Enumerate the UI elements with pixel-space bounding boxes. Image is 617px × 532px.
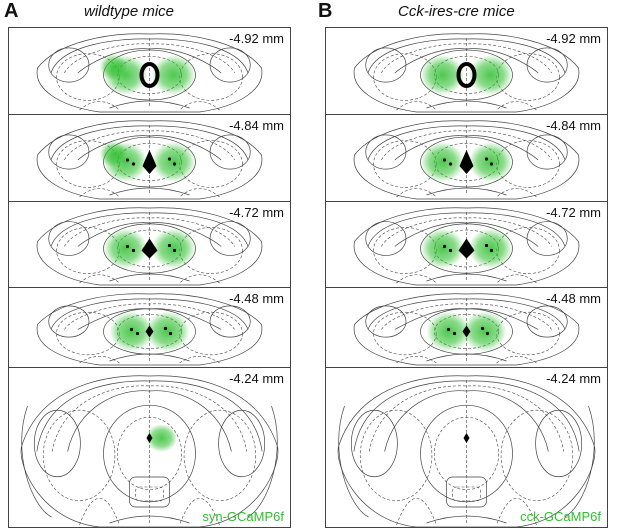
panel-a-letter: A — [4, 0, 19, 22]
section-outline — [353, 293, 580, 366]
panel-a-column: -4.92 mm -4.84 mm -4.72 mm -4.48 mm -4.2… — [8, 27, 291, 528]
brain-section-drawing — [36, 207, 263, 286]
ventricle — [142, 150, 157, 174]
slice-b-5: -4.24 mm cck-GCaMP6f — [326, 368, 607, 529]
fiber-tip-markers — [129, 326, 173, 336]
brain-section-drawing — [353, 293, 580, 366]
slice-a-5: -4.24 mm syn-GCaMP6f — [9, 368, 290, 529]
legend-label: cck-GCaMP6f — [520, 509, 601, 524]
gcamp-expression-area — [103, 228, 196, 269]
fiber-tip-markers — [125, 243, 177, 253]
slice-b-3: -4.72 mm — [326, 202, 607, 288]
gcamp-expression-area — [420, 142, 513, 182]
legend-label: syn-GCaMP6f — [202, 509, 284, 524]
gcamp-expression-area — [109, 311, 190, 352]
slice-coordinate: -4.72 mm — [229, 205, 284, 220]
ventricle — [145, 325, 154, 338]
ventricle — [146, 433, 153, 443]
panel-b-title: Cck-ires-cre mice — [398, 3, 515, 20]
fiber-tip-markers — [446, 326, 490, 336]
slice-a-2: -4.84 mm — [9, 115, 290, 202]
ventricle — [462, 325, 471, 338]
slice-coordinate: -4.92 mm — [229, 31, 284, 46]
slice-b-1: -4.92 mm — [326, 28, 607, 115]
slice-coordinate: -4.84 mm — [546, 118, 601, 133]
panel-b-letter: B — [318, 0, 333, 22]
panel-a-title: wildtype mice — [84, 3, 175, 20]
slice-coordinate: -4.48 mm — [546, 291, 601, 306]
ventricle — [141, 238, 158, 259]
panel-b-column: -4.92 mm -4.84 mm -4.72 mm -4.48 mm -4.2… — [325, 27, 608, 528]
fiber-tip-markers — [442, 157, 494, 166]
slice-a-1: -4.92 mm — [9, 28, 290, 115]
slice-coordinate: -4.48 mm — [229, 291, 284, 306]
slice-a-3: -4.72 mm — [9, 202, 290, 288]
slice-coordinate: -4.92 mm — [546, 31, 601, 46]
brain-section-drawing — [36, 33, 263, 113]
brain-section-drawing — [353, 207, 580, 286]
brain-section-drawing — [337, 375, 596, 528]
slice-coordinate: -4.84 mm — [229, 118, 284, 133]
ventricle — [139, 62, 160, 88]
ventricle — [458, 238, 475, 259]
brain-section-drawing — [36, 293, 263, 366]
slice-b-4: -4.48 mm — [326, 288, 607, 368]
slice-b-2: -4.84 mm — [326, 115, 607, 202]
brain-section-drawing — [20, 375, 279, 528]
section-outline — [337, 375, 596, 528]
gcamp-expression-area — [99, 141, 196, 182]
fiber-tip-markers — [442, 243, 494, 253]
slice-coordinate: -4.24 mm — [229, 371, 284, 386]
slice-coordinate: -4.24 mm — [546, 371, 601, 386]
gcamp-expression-area — [426, 311, 507, 352]
ventricle — [459, 150, 474, 174]
slice-a-4: -4.48 mm — [9, 288, 290, 368]
section-outline — [36, 33, 263, 113]
gcamp-expression-area — [420, 228, 513, 269]
section-outline — [20, 375, 279, 528]
brain-section-drawing — [36, 120, 263, 200]
ventricle — [456, 62, 477, 88]
brain-section-drawing — [353, 33, 580, 113]
ventricle — [463, 433, 470, 443]
gcamp-expression-area — [99, 54, 196, 95]
gcamp-expression-area — [145, 424, 178, 452]
slice-coordinate: -4.72 mm — [546, 205, 601, 220]
brain-section-drawing — [353, 120, 580, 200]
fiber-tip-markers — [125, 157, 177, 166]
gcamp-expression-area — [420, 55, 513, 95]
